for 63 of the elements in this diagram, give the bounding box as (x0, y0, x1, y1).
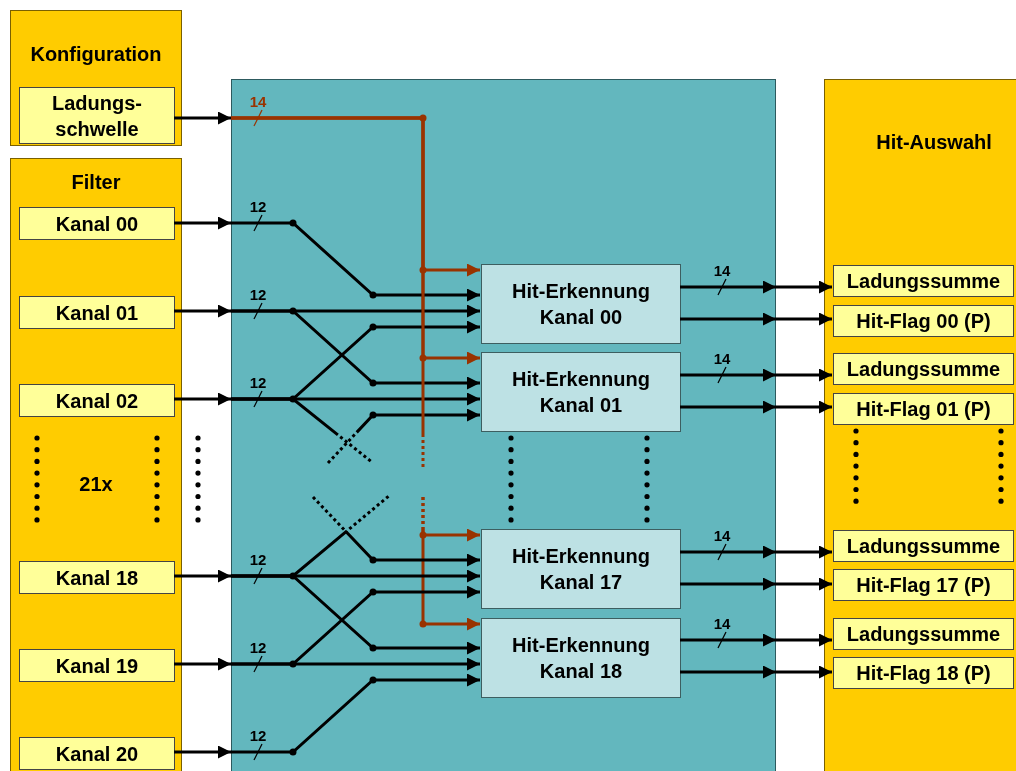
bus-width-label: 14 (712, 616, 732, 632)
arrow (421, 497, 480, 631)
bus-width-label: 14 (712, 263, 732, 279)
arrow (231, 221, 480, 302)
bus-width-label: 12 (248, 728, 268, 744)
arrow (174, 111, 231, 125)
arrow (680, 281, 832, 294)
signal-box: Kanal 18 (19, 561, 175, 594)
signal-box: Kanal 20 (19, 737, 175, 770)
detector-block: Hit-Erkennung Kanal 17 (481, 529, 681, 609)
detector-block: Hit-Erkennung Kanal 00 (481, 264, 681, 344)
panel-title: Filter (71, 170, 121, 194)
arrow (174, 392, 231, 406)
detector-block: Hit-Erkennung Kanal 01 (481, 352, 681, 432)
bus-width-label: 12 (248, 375, 268, 391)
signal-box: Ladungssumme (833, 618, 1014, 650)
signal-box: Kanal 02 (19, 384, 175, 417)
repeat-count: 21x (79, 472, 113, 496)
signal-box: Ladungssumme (833, 530, 1014, 562)
connector (231, 116, 425, 468)
panel (10, 10, 182, 146)
arrow (231, 585, 480, 666)
arrow (680, 634, 832, 647)
processing-block (231, 79, 776, 771)
bus-width-label: 14 (712, 528, 732, 544)
arrow (680, 313, 832, 326)
panel-title: Konfiguration (30, 42, 162, 66)
arrow (680, 666, 832, 679)
signal-box: Ladungs- schwelle (19, 87, 175, 144)
panel-title: Hit-Auswahl (876, 130, 992, 154)
signal-box: Hit-Flag 01 (P) (833, 393, 1014, 425)
bus-width-label: 12 (248, 199, 268, 215)
arrow (231, 673, 480, 754)
bus-width-label: 12 (248, 287, 268, 303)
signal-box: Kanal 00 (19, 207, 175, 240)
bus-width-label: 12 (248, 640, 268, 656)
connector (231, 397, 374, 465)
signal-box: Hit-Flag 17 (P) (833, 569, 1014, 601)
arrow (311, 495, 480, 567)
arrow (231, 574, 480, 655)
panel (10, 158, 182, 771)
bus-width-label: 14 (248, 94, 268, 110)
bus-width-label: 12 (248, 552, 268, 568)
arrow (174, 569, 231, 583)
arrow (174, 304, 231, 318)
bus-width-label: 14 (712, 351, 732, 367)
arrow (680, 369, 832, 382)
detector-block: Hit-Erkennung Kanal 18 (481, 618, 681, 698)
signal-box: Kanal 19 (19, 649, 175, 682)
panel (824, 79, 1016, 771)
arrow (680, 401, 832, 414)
arrow (174, 216, 231, 230)
signal-box: Ladungssumme (833, 265, 1014, 297)
signal-box: Hit-Flag 18 (P) (833, 657, 1014, 689)
signal-box: Ladungssumme (833, 353, 1014, 385)
arrow (680, 546, 832, 559)
signal-box: Kanal 01 (19, 296, 175, 329)
arrow (174, 745, 231, 759)
arrow (680, 578, 832, 591)
arrow (174, 657, 231, 671)
signal-box: Hit-Flag 00 (P) (833, 305, 1014, 337)
arrow (231, 309, 480, 390)
arrow (326, 408, 480, 465)
